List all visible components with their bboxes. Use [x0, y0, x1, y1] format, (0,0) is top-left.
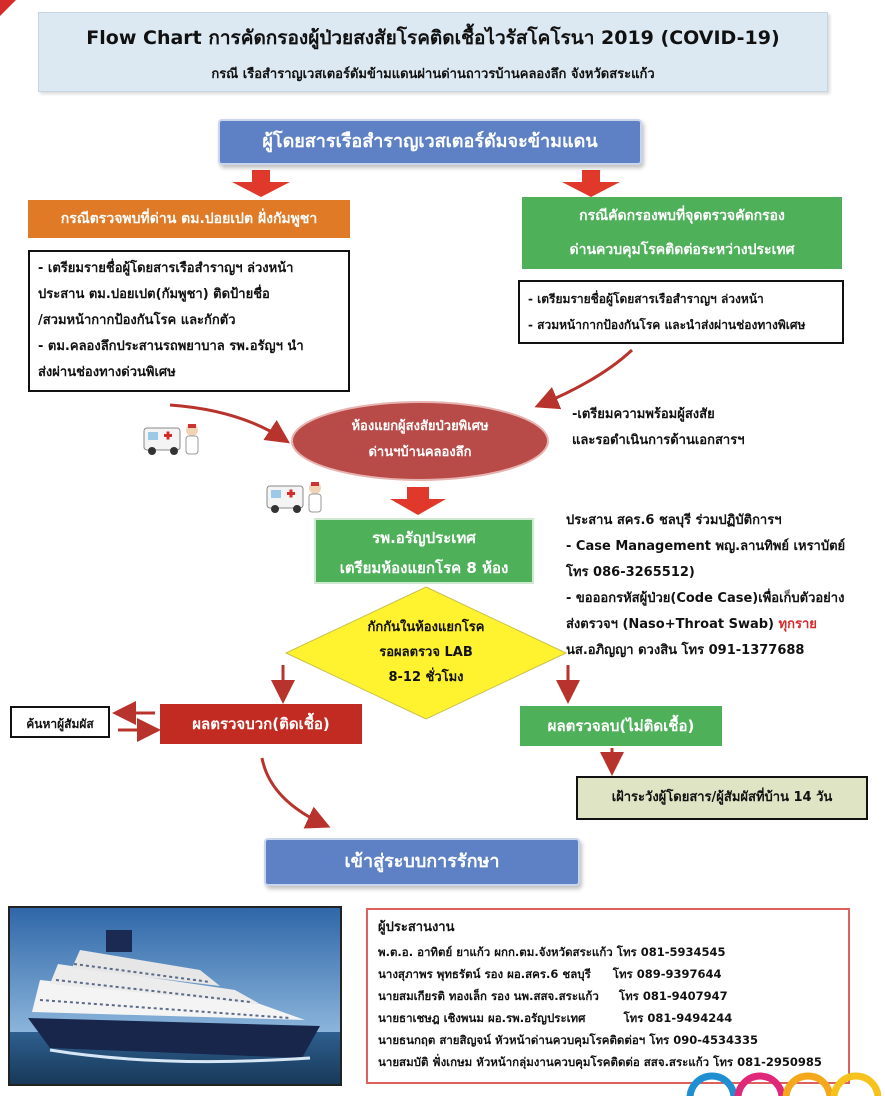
coordination-line: - ขอออกรหัสผู้ป่วย(Code Case)เพื่อเก็บตั… [566, 591, 845, 606]
swab-text: ส่งตรวจฯ (Naso+Throat Swab) [566, 617, 779, 632]
contact-tracing-box: ค้นหาผู้สัมผัส [10, 706, 110, 738]
isolation-room-node: ห้องแยกผู้สงสัยป่วยพิเศษ ด่านฯบ้านคลองลึ… [290, 400, 550, 482]
coordination-line: โทร 086-3265512) [566, 565, 695, 580]
down-arrow-to-hospital [390, 487, 446, 515]
isolation-room-line1: ห้องแยกผู้สงสัยป่วยพิเศษ [351, 419, 489, 434]
isolation-room-line2: ด่านฯบ้านคลองลึก [368, 445, 472, 460]
page-title: Flow Chart การคัดกรองผู้ป่วยสงสัยโรคติดเ… [86, 27, 780, 49]
coordinator-row: นางสุภาพร พุทธรัตน์ รอง ผอ.สคร.6 ชลบุรี … [378, 963, 838, 985]
coordinator-phone: โทร 081-9407947 [618, 989, 728, 1003]
coordination-line: นส.อภิญญา ดวงสิน โทร 091-1377688 [566, 643, 805, 658]
left-branch-steps: - เตรียมรายชื่อผู้โดยสารเรือสำราญฯ ล่วงห… [28, 250, 350, 392]
coordinator-name: นายธนกฤต สายสิญจน์ หัวหน้าด่านควบคุมโรคต… [378, 1033, 646, 1047]
hospital-line2: เตรียมห้องแยกโรค 8 ห้อง [339, 559, 509, 577]
coordination-note: ประสาน สคร.6 ชลบุรี ร่วมปฏิบัติการฯ - Ca… [566, 508, 845, 664]
passengers-box: ผู้โดยสารเรือสำราญเวสเตอร์ดัมจะข้ามแดน [218, 119, 642, 165]
page-subtitle: กรณี เรือสำราญเวสเตอร์ดัมข้ามแดนผ่านด่าน… [211, 67, 655, 82]
down-arrow-left-top [232, 170, 290, 197]
home-surveillance-box: เฝ้าระวังผู้โดยสาร/ผู้สัมผัสที่บ้าน 14 ว… [576, 776, 868, 820]
coordinator-row: นายธนกฤต สายสิญจน์ หัวหน้าด่านควบคุมโรคต… [378, 1029, 838, 1051]
right-step-line: - สวมหน้ากากป้องกันโรค และนำส่งผ่านช่องท… [528, 318, 806, 332]
left-step-line: - ตม.คลองลึกประสานรถพยาบาล รพ.อรัญฯ นำ [38, 339, 304, 354]
coordinator-row: นายสมบัติ ฟั่งเกษม หัวหน้ากลุ่มงานควบคุม… [378, 1051, 838, 1073]
arrow-left-to-isolation [169, 403, 290, 444]
treatment-box: เข้าสู่ระบบการรักษา [264, 838, 580, 886]
left-step-line: ส่งผ่านช่องทางด่วนพิเศษ [38, 365, 176, 380]
left-step-line: - เตรียมรายชื่อผู้โดยสารเรือสำราญฯ ล่วงห… [38, 261, 294, 276]
coordinator-phone: โทร 081-2950985 [713, 1055, 822, 1069]
right-step-line: - เตรียมรายชื่อผู้โดยสารเรือสำราญฯ ล่วงห… [528, 292, 764, 306]
coordinator-name: นายสมเกียรติ ทองเล็ก รอง นพ.สสจ.สระแก้ว [378, 989, 599, 1003]
coordinator-name: นางสุภาพร พุทธรัตน์ รอง ผอ.สคร.6 ชลบุรี [378, 967, 591, 981]
hospital-box: รพ.อรัญประเทศ เตรียมห้องแยกโรค 8 ห้อง [314, 518, 534, 584]
coordinators-box: ผู้ประสานงาน พ.ต.อ. อาทิตย์ ยาแก้ว ผกก.ต… [366, 908, 850, 1084]
negative-result-box: ผลตรวจลบ(ไม่ติดเชื้อ) [520, 706, 722, 746]
right-branch-heading: กรณีคัดกรองพบที่จุดตรวจคัดกรอง ด่านควบคุ… [522, 197, 842, 269]
ambulance-icon [265, 478, 327, 520]
coordinator-phone: โทร 090-4534335 [649, 1033, 758, 1047]
down-arrow-right-top [562, 170, 620, 197]
hospital-line1: รพ.อรัญประเทศ [372, 529, 476, 547]
isolation-note-line1: -เตรียมความพร้อมผู้สงสัย [572, 407, 715, 422]
coordinator-phone: โทร 081-9494244 [623, 1011, 733, 1025]
coordinator-row: พ.ต.อ. อาทิตย์ ยาแก้ว ผกก.ตม.จังหวัดสระแ… [378, 941, 838, 963]
coordination-line: - Case Management พญ.ลานทิพย์ เหราบัตย์ [566, 539, 846, 554]
decision-line1: กักกันในห้องแยกโรค [367, 620, 485, 635]
cruise-ship-image [8, 906, 342, 1086]
coordinator-name: นายสมบัติ ฟั่งเกษม หัวหน้ากลุ่มงานควบคุม… [378, 1055, 710, 1069]
decision-line3: 8-12 ชั่วโมง [388, 670, 464, 685]
left-step-line: ประสาน ตม.ปอยเปต(กัมพูชา) ติดป้ายชื่อ [38, 287, 270, 302]
swab-highlight: ทุกราย [778, 617, 817, 632]
coordinator-row: นายธาเชษฎ เชิงพนม ผอ.รพ.อรัญประเทศ โทร 0… [378, 1007, 838, 1029]
positive-result-box: ผลตรวจบวก(ติดเชื้อ) [160, 704, 362, 744]
right-branch-steps: - เตรียมรายชื่อผู้โดยสารเรือสำราญฯ ล่วงห… [518, 280, 844, 344]
right-heading-line1: กรณีคัดกรองพบที่จุดตรวจคัดกรอง [579, 208, 785, 224]
ambulance-icon [142, 420, 204, 462]
arrow-right-to-isolation [534, 348, 634, 410]
coordination-line: ประสาน สคร.6 ชลบุรี ร่วมปฏิบัติการฯ [566, 513, 782, 528]
coordinator-name: พ.ต.อ. อาทิตย์ ยาแก้ว ผกก.ตม.จังหวัดสระแ… [378, 945, 613, 959]
left-branch-heading: กรณีตรวจพบที่ด่าน ตม.ปอยเปต ฝั่งกัมพูชา [28, 200, 350, 238]
coordinator-phone: โทร 081-5934545 [616, 945, 726, 959]
header-box: Flow Chart การคัดกรองผู้ป่วยสงสัยโรคติดเ… [38, 12, 828, 92]
isolation-note-line2: และรอดำเนินการด้านเอกสารฯ [572, 433, 745, 448]
right-heading-line2: ด่านควบคุมโรคติดต่อระหว่างประเทศ [569, 242, 795, 258]
coordinator-row: นายสมเกียรติ ทองเล็ก รอง นพ.สสจ.สระแก้ว … [378, 985, 838, 1007]
left-step-line: /สวมหน้ากากป้องกันโรค และกักตัว [38, 313, 236, 328]
coordinator-name: นายธาเชษฎ เชิงพนม ผอ.รพ.อรัญประเทศ [378, 1011, 586, 1025]
lab-wait-decision: กักกันในห้องแยกโรค รอผลตรวจ LAB 8-12 ชั่… [284, 585, 568, 721]
decision-line2: รอผลตรวจ LAB [379, 645, 473, 660]
coordination-line-swab: ส่งตรวจฯ (Naso+Throat Swab) ทุกราย [566, 612, 845, 638]
decorative-rings-logo [686, 1072, 882, 1096]
coordinator-phone: โทร 089-9397644 [612, 967, 722, 981]
isolation-note: -เตรียมความพร้อมผู้สงสัย และรอดำเนินการด… [572, 402, 745, 454]
corner-mark [0, 0, 16, 16]
coordinators-heading: ผู้ประสานงาน [378, 920, 455, 935]
arrow-to-treatment [260, 757, 331, 829]
